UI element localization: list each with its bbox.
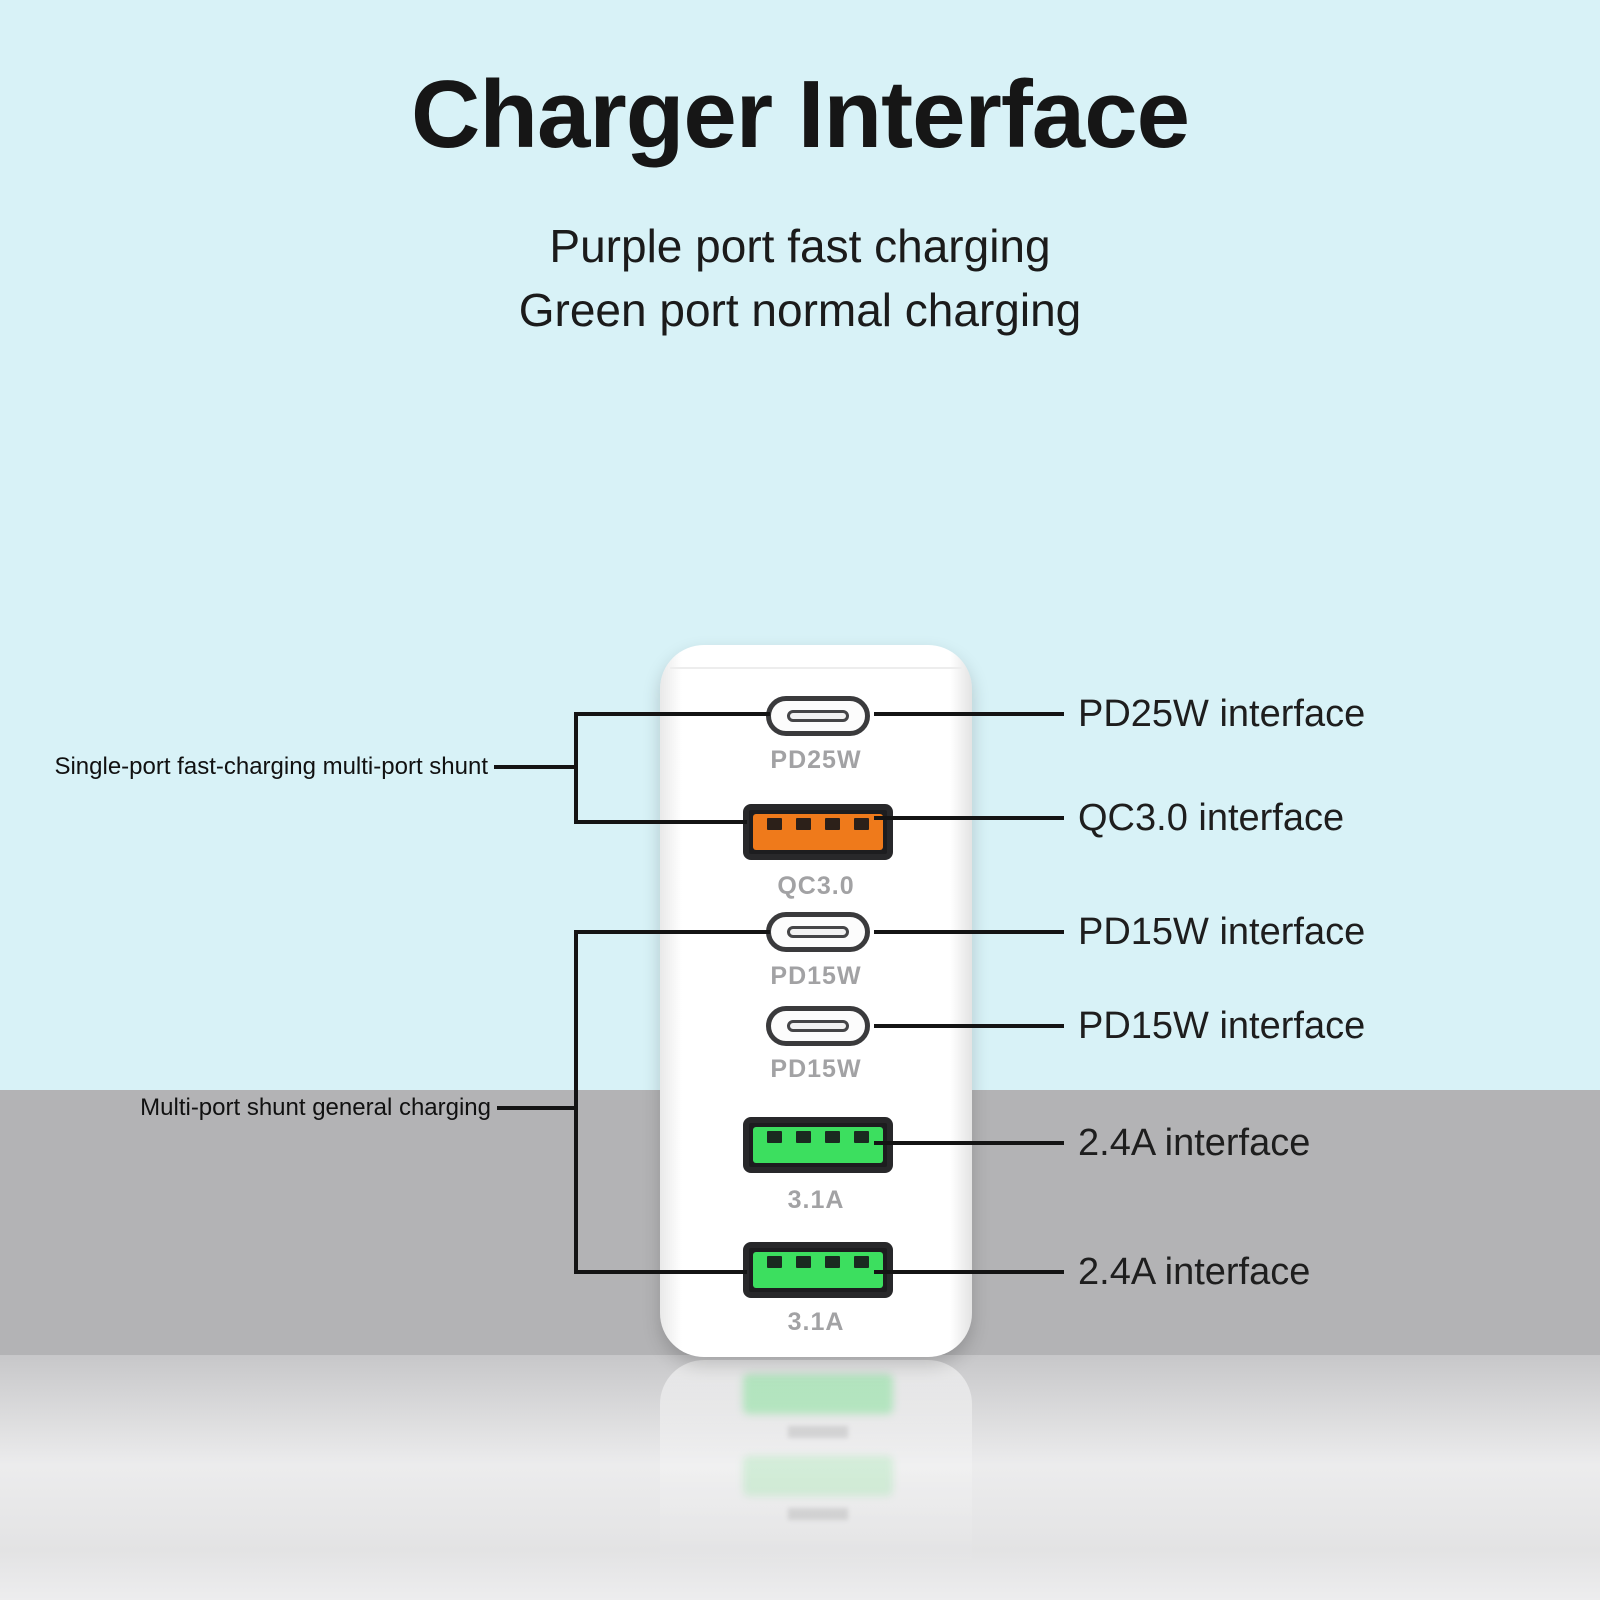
usb-a-tongue-orange xyxy=(753,814,883,850)
usb-pin xyxy=(767,1131,782,1143)
annotation-line xyxy=(874,1024,1064,1028)
usb-pin xyxy=(796,1256,811,1268)
annotation-label: PD15W interface xyxy=(1078,1004,1366,1047)
usb-pin xyxy=(796,818,811,830)
annotation-right-pd25w: PD25W interface xyxy=(874,688,1365,740)
annotation-label: 2.4A interface xyxy=(1078,1121,1311,1164)
annotation-label: QC3.0 interface xyxy=(1078,796,1345,839)
annotation-label: Multi-port shunt general charging xyxy=(140,1094,491,1121)
bracket-line xyxy=(574,820,747,824)
annotation-right-24a-2: 2.4A interface xyxy=(874,1246,1310,1298)
usb-c-port-pd25w xyxy=(766,696,870,736)
page-subtitle: Purple port fast charging Green port nor… xyxy=(0,214,1600,342)
usb-pin xyxy=(767,1256,782,1268)
reflection-port-green xyxy=(743,1456,893,1496)
usb-a-tongue-green xyxy=(753,1127,883,1163)
usb-pin xyxy=(767,818,782,830)
usb-c-tongue xyxy=(787,1020,849,1032)
usb-pin xyxy=(825,1131,840,1143)
charger-reflection xyxy=(660,1360,972,1570)
usb-a-port-31a-2 xyxy=(743,1242,893,1298)
port-label-31a-2: 3.1A xyxy=(787,1308,845,1336)
subtitle-line-2: Green port normal charging xyxy=(518,284,1082,336)
annotation-line xyxy=(874,816,1064,820)
usb-c-tongue xyxy=(787,926,849,938)
annotation-label: Single-port fast-charging multi-port shu… xyxy=(54,753,488,780)
annotation-line xyxy=(874,1270,1064,1274)
annotation-left-fast-charging: Single-port fast-charging multi-port shu… xyxy=(0,741,577,793)
charger-body xyxy=(660,645,972,1357)
bracket-line xyxy=(574,1270,747,1274)
usb-a-tongue-green xyxy=(753,1252,883,1288)
usb-a-port-qc30 xyxy=(743,804,893,860)
usb-a-port-31a-1 xyxy=(743,1117,893,1173)
port-label-pd15w-2: PD15W xyxy=(770,1055,862,1083)
usb-pin xyxy=(854,818,869,830)
bracket-line xyxy=(574,930,578,1274)
port-label-qc30: QC3.0 xyxy=(777,872,855,900)
annotation-line xyxy=(497,1106,577,1110)
usb-c-port-pd15w-1 xyxy=(766,912,870,952)
usb-c-tongue xyxy=(787,710,849,722)
port-label-pd15w-1: PD15W xyxy=(770,962,862,990)
charger-cap-seam xyxy=(670,667,962,669)
annotation-line xyxy=(494,765,577,769)
annotation-label: 2.4A interface xyxy=(1078,1250,1311,1293)
usb-pin xyxy=(796,1131,811,1143)
annotation-left-general-charging: Multi-port shunt general charging xyxy=(0,1082,577,1134)
annotation-line xyxy=(874,1141,1064,1145)
subtitle-line-1: Purple port fast charging xyxy=(549,220,1051,272)
bracket-line xyxy=(574,930,770,934)
annotation-label: PD15W interface xyxy=(1078,910,1366,953)
annotation-right-pd15w-1: PD15W interface xyxy=(874,906,1365,958)
usb-pin xyxy=(825,818,840,830)
port-label-pd25w: PD25W xyxy=(770,746,862,774)
reflection-mark xyxy=(788,1426,848,1438)
annotation-right-qc30: QC3.0 interface xyxy=(874,792,1344,844)
usb-pin xyxy=(854,1131,869,1143)
usb-c-port-pd15w-2 xyxy=(766,1006,870,1046)
annotation-label: PD25W interface xyxy=(1078,692,1366,735)
usb-pin xyxy=(854,1256,869,1268)
page-title: Charger Interface xyxy=(411,61,1190,168)
annotation-line xyxy=(874,712,1064,716)
bracket-line xyxy=(574,712,770,716)
port-label-31a-1: 3.1A xyxy=(787,1186,845,1214)
annotation-line xyxy=(874,930,1064,934)
reflection-port-green xyxy=(743,1374,893,1414)
reflection-mark xyxy=(788,1508,848,1520)
usb-pin xyxy=(825,1256,840,1268)
annotation-right-24a-1: 2.4A interface xyxy=(874,1117,1310,1169)
annotation-right-pd15w-2: PD15W interface xyxy=(874,1000,1365,1052)
